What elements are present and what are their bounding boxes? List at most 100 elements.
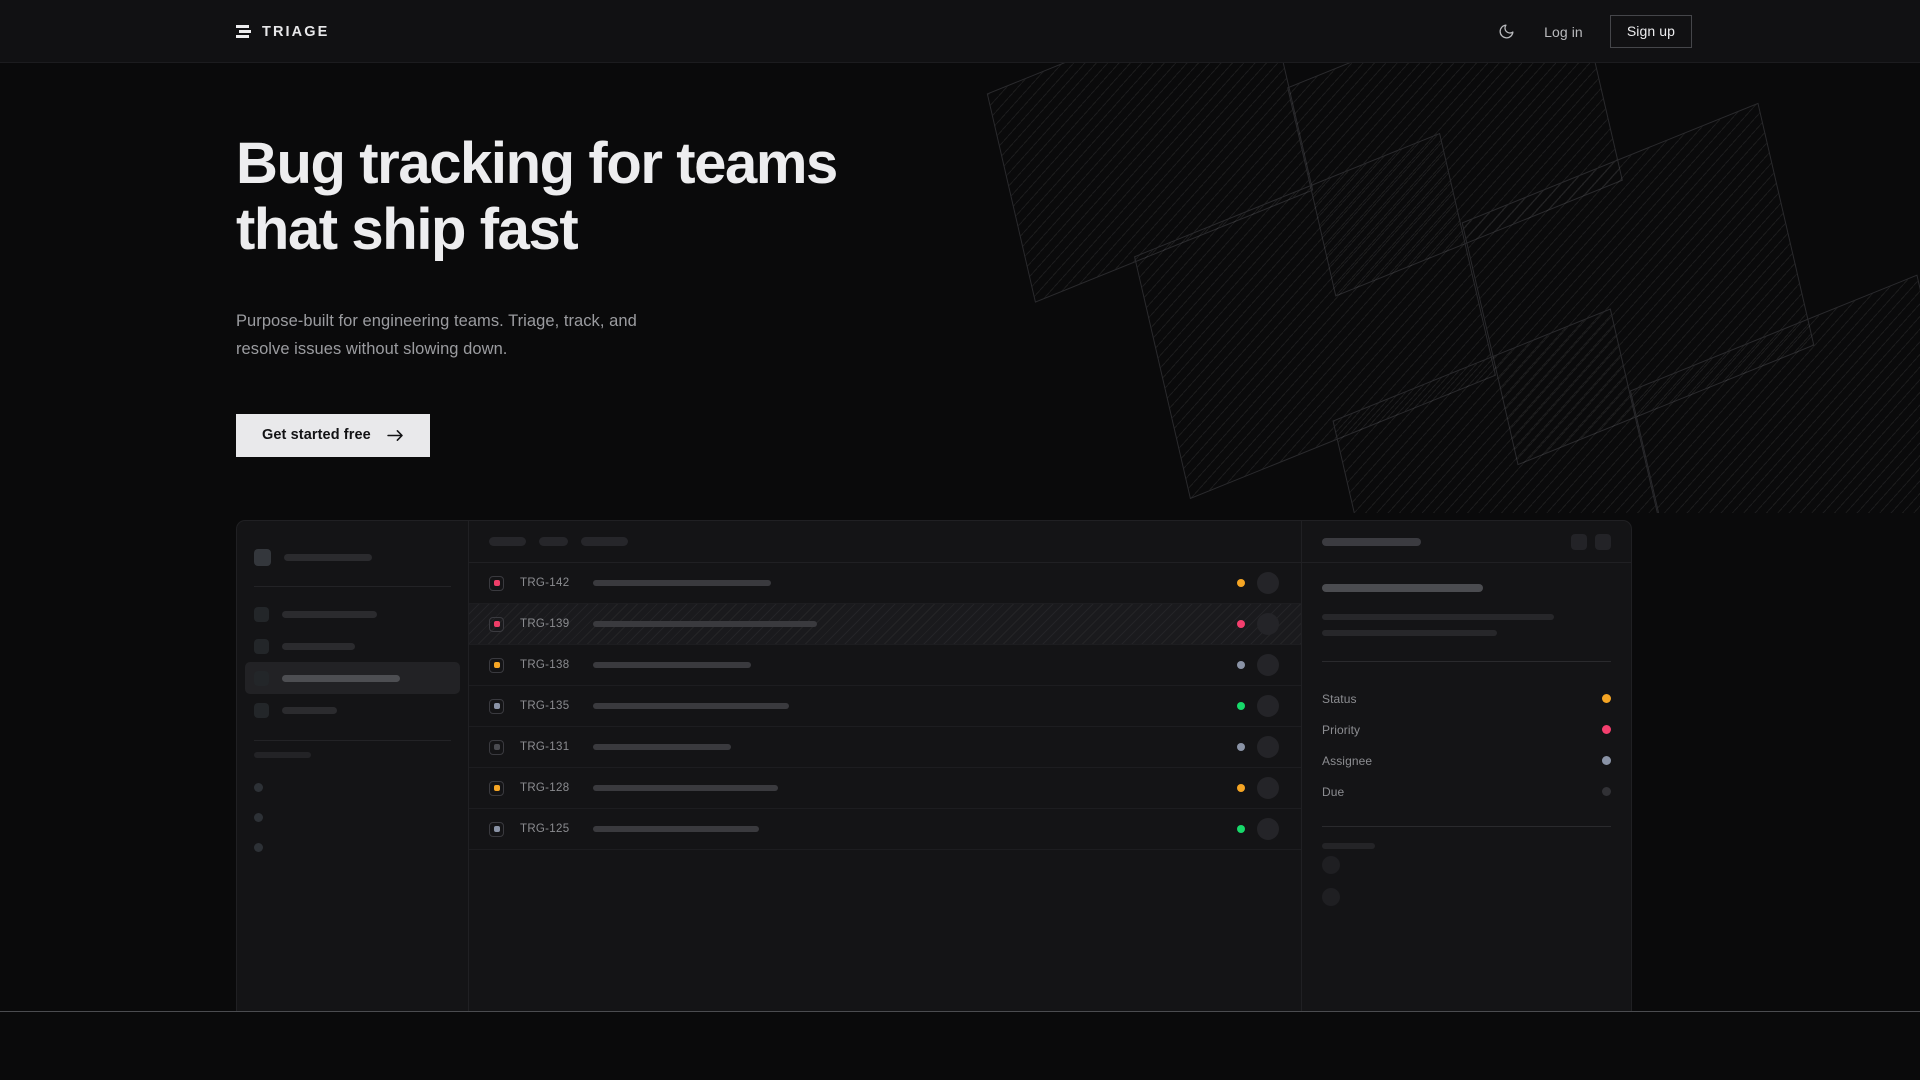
issue-type-badge-icon <box>489 657 504 673</box>
issue-id: TRG-135 <box>520 700 570 712</box>
signup-button[interactable]: Sign up <box>1609 15 1692 48</box>
sidebar-secondary-dot-icon <box>254 812 263 822</box>
table-row[interactable]: TRG-131 <box>469 727 1301 768</box>
table-row[interactable]: TRG-139 <box>469 604 1301 645</box>
issue-type-badge-icon <box>489 739 504 755</box>
toolbar-control-placeholder[interactable] <box>581 537 628 546</box>
avatar[interactable] <box>1257 572 1279 594</box>
hero-section: Bug tracking for teams that ship fast Pu… <box>236 63 838 457</box>
detail-meta-label: Priority <box>1322 722 1361 737</box>
avatar[interactable] <box>1257 736 1279 758</box>
avatar[interactable] <box>1257 654 1279 676</box>
table-row[interactable]: TRG-128 <box>469 768 1301 809</box>
table-row[interactable]: TRG-135 <box>469 686 1301 727</box>
issue-title-placeholder <box>593 621 817 627</box>
issue-row-meta <box>1237 572 1301 594</box>
toolbar-control-placeholder[interactable] <box>539 537 568 546</box>
sidebar-secondary-item[interactable] <box>254 832 451 862</box>
nav-actions: Log in Sign up <box>1495 0 1692 63</box>
issue-type-badge-icon <box>489 616 504 632</box>
sidebar-item-0[interactable] <box>245 598 460 630</box>
issue-title-placeholder <box>593 580 771 586</box>
sidebar-secondary-dot-icon <box>254 842 263 852</box>
issue-title-placeholder <box>593 662 751 668</box>
issue-id: TRG-125 <box>520 823 570 835</box>
issue-id: TRG-139 <box>520 618 570 630</box>
issue-row-meta <box>1237 695 1301 717</box>
issue-status-dot <box>1237 661 1245 669</box>
detail-action-button[interactable] <box>1595 533 1611 550</box>
sidebar-item-label <box>282 706 337 714</box>
detail-activity-item <box>1322 849 1611 881</box>
toolbar-control-placeholder[interactable] <box>489 537 526 546</box>
sidebar-secondary-item[interactable] <box>254 772 451 802</box>
sidebar-item-2[interactable] <box>245 662 460 694</box>
arrow-right-icon <box>387 429 403 441</box>
issue-row-meta <box>1237 736 1301 758</box>
detail-text-line <box>1322 630 1497 636</box>
detail-meta-value-dot <box>1602 756 1611 765</box>
detail-text-line <box>1322 614 1554 620</box>
detail-meta-value-dot <box>1602 694 1611 703</box>
brand-logo[interactable]: TRIAGE <box>236 0 329 63</box>
triage-bars-logo-icon <box>236 25 251 38</box>
detail-divider <box>1322 826 1611 827</box>
issue-status-dot <box>1237 702 1245 710</box>
avatar[interactable] <box>1257 777 1279 799</box>
issue-title-placeholder <box>593 826 759 832</box>
issue-title-placeholder <box>593 785 778 791</box>
issue-list-toolbar <box>469 521 1301 563</box>
cta-label: Get started free <box>262 427 371 443</box>
detail-meta-status[interactable]: Status <box>1322 683 1611 714</box>
detail-header-actions <box>1571 533 1611 550</box>
issue-status-dot <box>1237 784 1245 792</box>
page-title: Bug tracking for teams that ship fast <box>236 131 838 262</box>
avatar[interactable] <box>1257 613 1279 635</box>
table-row[interactable]: TRG-138 <box>469 645 1301 686</box>
issue-status-dot <box>1237 620 1245 628</box>
sidebar-item-3[interactable] <box>245 694 460 726</box>
detail-meta-due[interactable]: Due <box>1322 776 1611 807</box>
avatar[interactable] <box>1322 888 1340 906</box>
avatar[interactable] <box>1322 856 1340 874</box>
sidebar-secondary-item[interactable] <box>254 802 451 832</box>
sidebar-item-icon <box>254 702 269 718</box>
moon-icon[interactable] <box>1495 21 1517 43</box>
table-row[interactable]: TRG-142 <box>469 563 1301 604</box>
sidebar-item-icon <box>254 638 269 654</box>
table-row[interactable]: TRG-125 <box>469 809 1301 850</box>
detail-activity-heading <box>1322 843 1375 849</box>
avatar[interactable] <box>1257 818 1279 840</box>
detail-meta-value-dot <box>1602 787 1611 796</box>
sidebar-divider <box>254 586 451 587</box>
login-link[interactable]: Log in <box>1544 23 1583 40</box>
issue-id: TRG-128 <box>520 782 570 794</box>
issue-id: TRG-131 <box>520 741 570 753</box>
mockup-baseline-rule <box>0 1011 1920 1012</box>
workspace-avatar <box>254 548 271 566</box>
sidebar-item-1[interactable] <box>245 630 460 662</box>
decor-panel <box>1332 308 1664 513</box>
avatar[interactable] <box>1257 695 1279 717</box>
brand-name: TRIAGE <box>262 23 330 40</box>
detail-action-button[interactable] <box>1571 533 1587 550</box>
issue-id: TRG-142 <box>520 577 570 589</box>
detail-divider <box>1322 661 1611 662</box>
issue-row-meta <box>1237 613 1301 635</box>
top-navigation-bar: TRIAGE Log in Sign up <box>0 0 1920 63</box>
detail-meta-assignee[interactable]: Assignee <box>1322 745 1611 776</box>
sidebar-item-icon <box>254 606 269 622</box>
get-started-button[interactable]: Get started free <box>236 413 430 457</box>
issue-title-placeholder <box>593 744 731 750</box>
workspace-switcher[interactable] <box>254 542 451 572</box>
decor-panel <box>1629 274 1920 513</box>
detail-meta-priority[interactable]: Priority <box>1322 714 1611 745</box>
issue-row-meta <box>1237 818 1301 840</box>
sidebar-item-label <box>282 642 355 650</box>
issue-status-dot <box>1237 825 1245 833</box>
